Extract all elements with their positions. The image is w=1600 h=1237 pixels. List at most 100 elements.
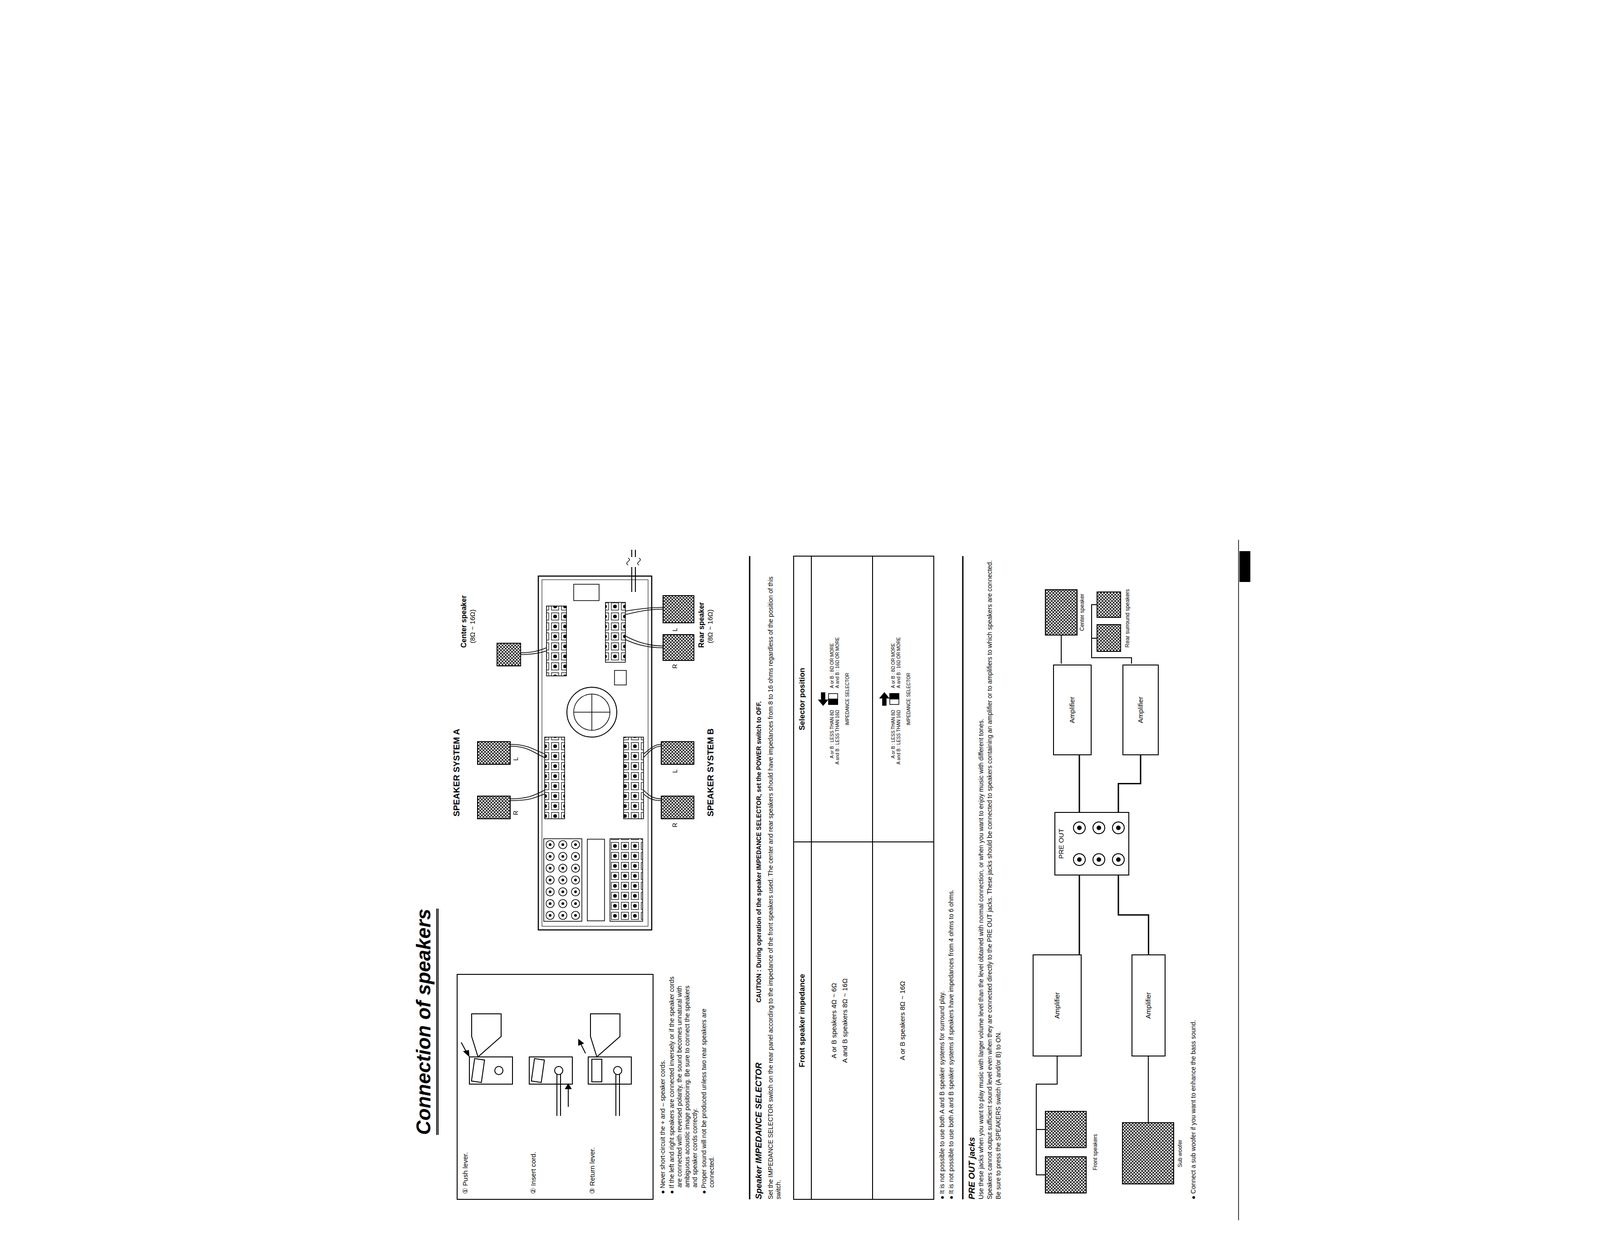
note-list: ● It is not possible to use both A and B… (938, 556, 957, 1200)
lever-symbol (531, 1058, 545, 1083)
step-text: ① Push lever. (461, 1107, 470, 1194)
center-terminals (546, 605, 567, 676)
body-text-block: Use these jacks when you want to play mu… (977, 556, 1004, 1200)
speaker-symbol (477, 741, 511, 765)
step-three-figure (578, 1013, 632, 1116)
note-list: ● Never short-circuit the + and – speake… (658, 975, 718, 1194)
fan-grille (573, 693, 610, 731)
signal-cable (1118, 755, 1141, 812)
arrow-head (578, 1039, 584, 1045)
box-text: Amplifier (1144, 990, 1153, 1020)
speaker-wire (625, 607, 664, 615)
section-rule (962, 556, 964, 1200)
power-cord (631, 549, 636, 592)
speaker-symbol (1097, 591, 1121, 618)
speaker-terminals-b (623, 736, 644, 819)
box-text: Amplifier (1053, 990, 1062, 1020)
motion-arrow (567, 1087, 569, 1107)
rca-jack-pin (1097, 857, 1101, 862)
switch-label: A or B : 8Ω OR MORE (890, 597, 897, 688)
impedance-range: (8Ω ~ 16Ω) (706, 584, 715, 644)
rca-jack (1073, 821, 1086, 834)
direction-arrow (818, 692, 828, 706)
switch-label-group: A or B : LESS THAN 8ΩA and B : LESS THAN… (829, 709, 841, 801)
speaker-symbol (663, 634, 694, 661)
amplifier-box: Amplifier (1122, 664, 1159, 756)
impedance-table (793, 556, 934, 1200)
box-text: Amplifier (1068, 695, 1077, 725)
channel-label: L (671, 763, 679, 773)
arrow-head (565, 1083, 571, 1089)
switch-label: A and B : LESS THAN 16Ω (896, 709, 902, 801)
antenna-terminals (609, 838, 643, 922)
signal-cable (1078, 755, 1081, 812)
speaker-symbol (477, 795, 511, 819)
rca-jack (1092, 821, 1105, 834)
switch-label: A or B : LESS THAN 8Ω (829, 709, 835, 801)
section-rule (749, 556, 751, 1200)
speaker-terminals-a (544, 736, 565, 819)
table-cell-group: A or B speakers 4Ω ~ 6ΩA and B speakers … (829, 841, 853, 1200)
speaker-label: Front speakers (1092, 1106, 1099, 1198)
note-text: ● Never short-circuit the + and – speake… (658, 975, 667, 1194)
amplifier-box: Amplifier (1053, 664, 1092, 756)
note-text: ● It is not possible to use both A and B… (938, 556, 947, 1200)
caution-text: CAUTION : During operation of the speake… (755, 556, 763, 1003)
table-header: Front speaker impedance (797, 841, 808, 1200)
panel-inner-outline (541, 579, 649, 927)
switch-knob (889, 693, 899, 699)
signal-cable (1118, 875, 1149, 955)
speaker-wire (1036, 1056, 1058, 1175)
channel-label: R (671, 660, 679, 669)
ac-outlet (573, 584, 600, 601)
box-text: PRE OUT (1057, 827, 1066, 861)
speaker-label: Center speaker (1078, 580, 1086, 644)
channel-label: R (512, 805, 520, 815)
selector-icon (818, 692, 899, 706)
step-text: ② Insert cord. (529, 1107, 538, 1194)
rca-jack-pin (1077, 857, 1082, 862)
table-rule (793, 841, 934, 843)
rca-jack-pin (1116, 825, 1121, 830)
amplifier-box: Amplifier (1131, 954, 1166, 1057)
box-text: Amplifier (1136, 695, 1145, 725)
speaker-wire (510, 790, 545, 801)
pre-out-figure (1036, 589, 1174, 1193)
body-text: Set the IMPEDANCE SELECTOR switch on the… (766, 556, 783, 1200)
switch-symbol (828, 693, 838, 705)
speaker-wire (510, 744, 545, 758)
break-mark (626, 557, 641, 566)
terminal-symbol (529, 1056, 573, 1084)
speaker-wire (625, 635, 664, 648)
switch-label: A and B : 16Ω OR MORE (834, 597, 841, 688)
speaker-symbol (1097, 624, 1121, 652)
step-text: ③ Return lever. (588, 1107, 597, 1194)
switch-label: A or B : 8Ω OR MORE (829, 597, 835, 688)
speakers (477, 595, 694, 819)
switch-label: IMPEDANCE SELECTOR (906, 653, 912, 745)
switch-knob (828, 698, 838, 705)
panel-outline (538, 575, 652, 930)
speaker-symbol (1045, 1156, 1087, 1193)
lever-symbol (591, 1058, 602, 1082)
switch-label-group: A or B : LESS THAN 8ΩA and B : LESS THAN… (890, 709, 902, 801)
jack-panel: PRE OUT (1054, 811, 1130, 876)
body-text: Be sure to press the SPEAKERS switch (A … (994, 556, 1003, 1200)
switch-label-group: A or B : 8Ω OR MOREA and B : 16Ω OR MORE (890, 597, 902, 688)
signal-cable (1078, 875, 1081, 955)
rca-jack (1112, 821, 1125, 834)
speaker-wire (643, 744, 662, 758)
switch-label-group: A or B : 8Ω OR MOREA and B : 16Ω OR MORE (829, 597, 841, 688)
rear-panel (538, 549, 652, 930)
hand-symbol (471, 1013, 502, 1057)
rca-jack (1092, 853, 1105, 866)
speaker-wire (520, 647, 547, 655)
section-heading: Speaker IMPEDANCE SELECTOR (753, 1008, 764, 1200)
speaker-symbol (663, 595, 694, 623)
table-cell: A or B speakers 4Ω ~ 6Ω (829, 841, 839, 1200)
speaker-group-label: SPEAKER SYSTEM B (705, 680, 716, 817)
impedance-switch (614, 670, 627, 685)
input-jacks (543, 838, 582, 922)
speaker-symbol (1045, 589, 1078, 635)
rca-jack-pin (1116, 857, 1121, 862)
